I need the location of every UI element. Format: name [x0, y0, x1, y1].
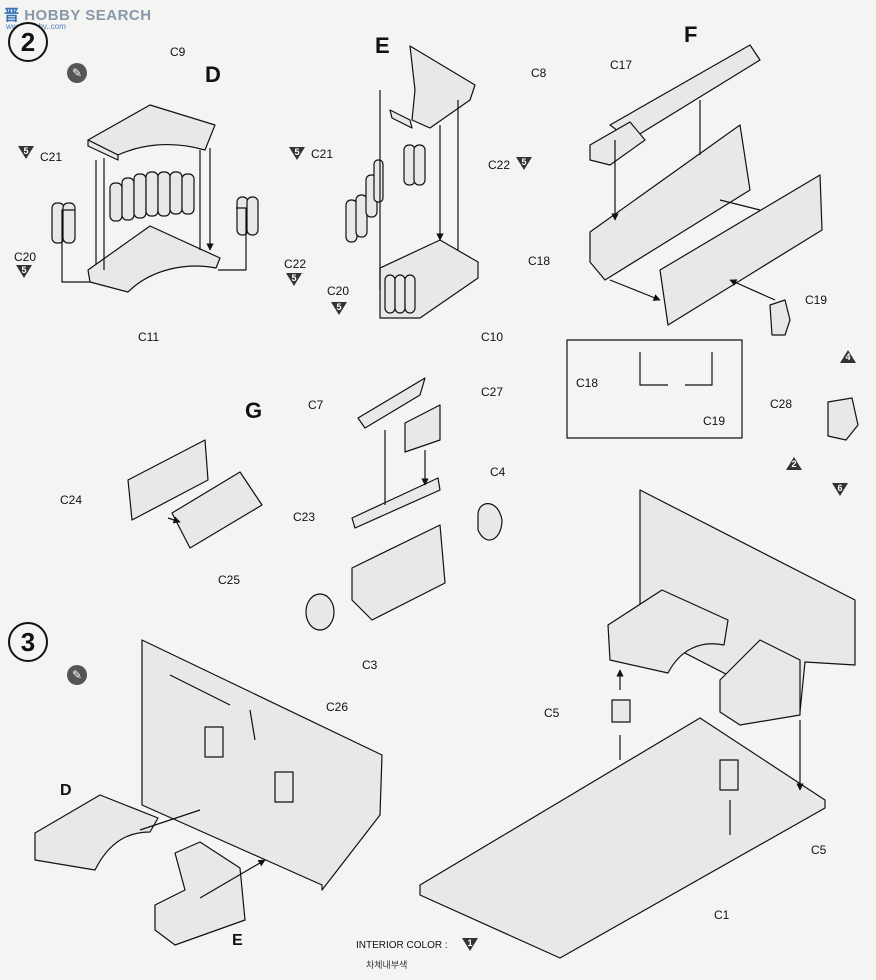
installed-d-drawing	[607, 589, 729, 674]
paint-color-marker-icon: 2	[786, 457, 802, 470]
paint-color-marker-icon: 5	[286, 273, 302, 286]
part-label-c23: C23	[293, 510, 316, 524]
part-label-c26: C26	[326, 700, 349, 714]
step3-left-drawing	[34, 639, 383, 946]
part-c5-left-drawing	[611, 699, 631, 723]
paint-color-marker-icon: 6	[832, 483, 848, 496]
part-c20-battery-pair	[384, 274, 416, 314]
paint-brush-icon: ✎	[67, 665, 87, 685]
part-label-c5: C5	[544, 706, 560, 720]
step-3-marker: 3	[8, 622, 48, 662]
part-c9-drawing	[87, 104, 216, 156]
part-label-c3: C3	[362, 658, 378, 672]
part-c20-battery-pair	[51, 202, 76, 244]
part-c21-battery-row	[109, 171, 195, 222]
vent-grille-right	[274, 771, 294, 803]
label-e-installed: E	[232, 932, 243, 949]
paint-color-marker-icon: 5	[331, 302, 347, 315]
part-c5-right-drawing	[719, 759, 739, 791]
step-2-marker: 2	[8, 22, 48, 62]
section-f-title: F	[684, 22, 698, 47]
inset-label-c18: C18	[576, 376, 599, 390]
subassembly-e-drawing	[345, 45, 479, 319]
part-label-c10: C10	[481, 330, 504, 344]
battery-box-drawing	[351, 524, 446, 621]
f-section-inset	[566, 339, 743, 439]
part-label-c22: C22	[284, 257, 307, 271]
part-label-c17: C17	[610, 58, 633, 72]
part-label-c21: C21	[40, 150, 63, 164]
section-g-title: G	[245, 398, 263, 423]
inset-label-c19: C19	[703, 414, 726, 428]
paint-color-marker-icon: 5	[16, 265, 32, 278]
part-label-c4: C4	[490, 465, 506, 479]
part-label-c1: C1	[714, 908, 730, 922]
part-c7-drawing	[357, 377, 426, 429]
step3-right-drawing	[419, 489, 856, 959]
subassembly-d-drawing	[51, 104, 259, 293]
part-label-c19: C19	[805, 293, 828, 307]
part-c26-drawing	[141, 639, 383, 891]
part-c25-drawing	[171, 471, 263, 549]
part-label-c18: C18	[528, 254, 551, 268]
part-label-c25: C25	[218, 573, 241, 587]
interior-color-note: INTERIOR COLOR :	[356, 940, 448, 951]
part-label-c21: C21	[311, 147, 334, 161]
part-c24-drawing	[127, 439, 209, 521]
part-c21-battery-stack	[345, 159, 384, 243]
subassembly-e-installed	[154, 841, 246, 946]
part-c22-battery-pair	[403, 144, 426, 186]
part-c11-drawing	[87, 225, 221, 293]
part-label-c5: C5	[811, 843, 827, 857]
section-e-title: E	[375, 33, 390, 58]
part-c4-drawing	[477, 503, 503, 541]
part-label-c20: C20	[14, 250, 37, 264]
subassembly-g-drawing	[127, 377, 503, 631]
paint-color-marker-icon: 5	[516, 157, 532, 170]
side-fitting-drawing	[827, 397, 859, 441]
installed-e-drawing	[719, 639, 801, 726]
label-d-installed: D	[60, 782, 72, 799]
part-label-c20: C20	[327, 284, 350, 298]
part-label-c27: C27	[481, 385, 504, 399]
part-c22-battery-pair	[236, 196, 259, 236]
part-c18-drawing	[589, 124, 751, 281]
part-c27-drawing	[404, 404, 441, 453]
interior-color-korean: 차체내부색	[366, 960, 408, 970]
section-d-title: D	[205, 62, 221, 87]
paint-brush-icon: ✎	[67, 63, 87, 83]
part-label-c24: C24	[60, 493, 83, 507]
part-c3-drawing	[305, 593, 335, 631]
subassembly-d-installed	[34, 794, 159, 871]
watermark-logo: 晋 HOBBY SEARCH	[4, 7, 152, 24]
paint-color-marker-icon: 1	[462, 938, 478, 951]
paint-color-marker-icon: 4	[840, 350, 856, 363]
vent-grille-left	[204, 726, 224, 758]
paint-color-marker-icon: 5	[289, 147, 305, 160]
part-label-c8: C8	[531, 66, 547, 80]
part-c8-drawing	[409, 45, 476, 129]
part-label-c11: C11	[138, 330, 160, 344]
subassembly-f-drawing	[589, 44, 823, 336]
part-c23-drawing	[351, 477, 441, 529]
part-c28-drawing	[769, 299, 791, 336]
paint-color-marker-icon: 5	[18, 146, 34, 159]
part-label-c9: C9	[170, 45, 186, 59]
part-label-c22: C22	[488, 158, 511, 172]
part-c1-drawing	[419, 717, 826, 959]
part-label-c7: C7	[308, 398, 324, 412]
part-label-c28: C28	[770, 397, 793, 411]
